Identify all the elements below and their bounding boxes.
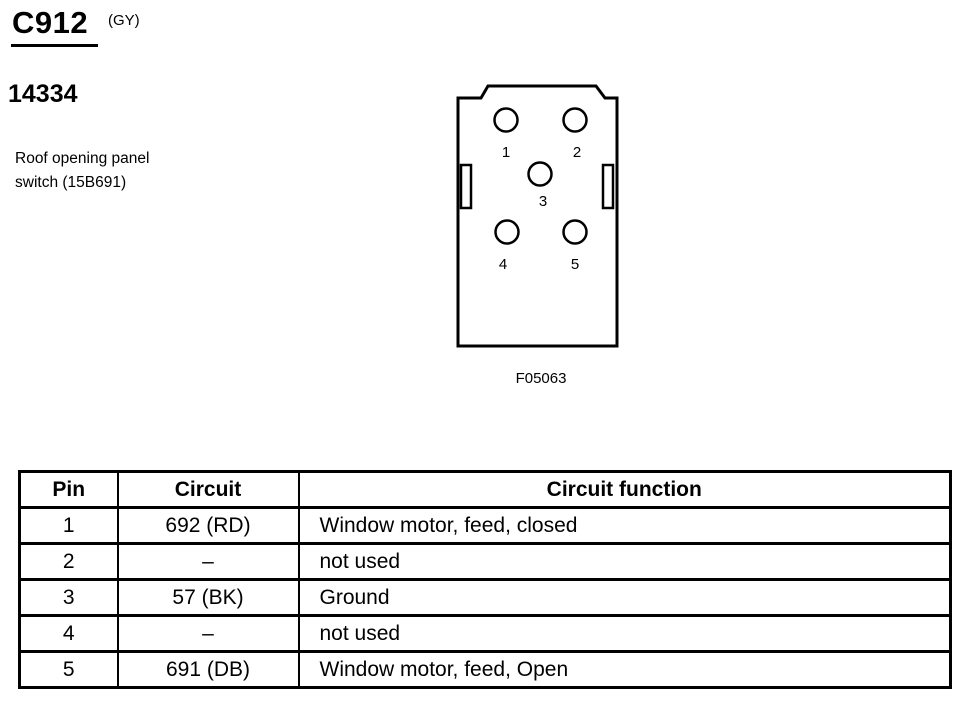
component-description: Roof opening panel switch (15B691) <box>15 147 215 195</box>
header-circuit-function: Circuit function <box>297 470 952 509</box>
pin-2-label: 2 <box>573 144 581 161</box>
cell-pin: 1 <box>18 506 119 545</box>
cell-pin: 4 <box>18 614 119 653</box>
connector-id: C912 <box>12 5 89 40</box>
connector-id-underline <box>11 44 98 47</box>
header-circuit: Circuit <box>116 470 300 509</box>
cell-pin: 5 <box>18 650 119 689</box>
table-row: 2 – not used <box>18 542 952 581</box>
pin-3-label: 3 <box>539 193 547 210</box>
component-description-line-2: switch (15B691) <box>15 174 127 191</box>
pin-1-socket <box>493 107 519 133</box>
table-row: 5 691 (DB) Window motor, feed, Open <box>18 650 952 689</box>
cell-circuit-function: not used <box>297 614 952 653</box>
cell-circuit: 57 (BK) <box>116 578 300 617</box>
cell-circuit-function: Window motor, feed, closed <box>297 506 952 545</box>
pin-1-label: 1 <box>502 144 510 161</box>
table-header-row: Pin Circuit Circuit function <box>18 470 952 509</box>
pin-4-label: 4 <box>499 256 507 273</box>
connector-color: (GY) <box>108 12 140 29</box>
cell-circuit: – <box>116 614 300 653</box>
cell-circuit-function: Window motor, feed, Open <box>297 650 952 689</box>
pin-4-socket <box>494 219 520 245</box>
cell-circuit: 691 (DB) <box>116 650 300 689</box>
pinout-table: Pin Circuit Circuit function 1 692 (RD) … <box>18 470 952 689</box>
cell-circuit: – <box>116 542 300 581</box>
left-locking-tab <box>459 163 473 210</box>
cell-circuit-function: not used <box>297 542 952 581</box>
connector-face-diagram: 1 2 3 4 5 <box>456 84 619 348</box>
part-number: 14334 <box>8 80 78 108</box>
figure-id: F05063 <box>515 370 567 387</box>
component-description-line-1: Roof opening panel <box>15 150 150 167</box>
table-row: 4 – not used <box>18 614 952 653</box>
pin-2-socket <box>562 107 588 133</box>
cell-pin: 2 <box>18 542 119 581</box>
header-pin: Pin <box>18 470 119 509</box>
cell-pin: 3 <box>18 578 119 617</box>
right-locking-tab <box>601 163 615 210</box>
cell-circuit: 692 (RD) <box>116 506 300 545</box>
pin-5-socket <box>562 219 588 245</box>
cell-circuit-function: Ground <box>297 578 952 617</box>
pin-5-label: 5 <box>571 256 579 273</box>
table-row: 1 692 (RD) Window motor, feed, closed <box>18 506 952 545</box>
table-row: 3 57 (BK) Ground <box>18 578 952 617</box>
pin-3-socket <box>527 161 553 187</box>
connector-housing-outline <box>456 84 619 348</box>
